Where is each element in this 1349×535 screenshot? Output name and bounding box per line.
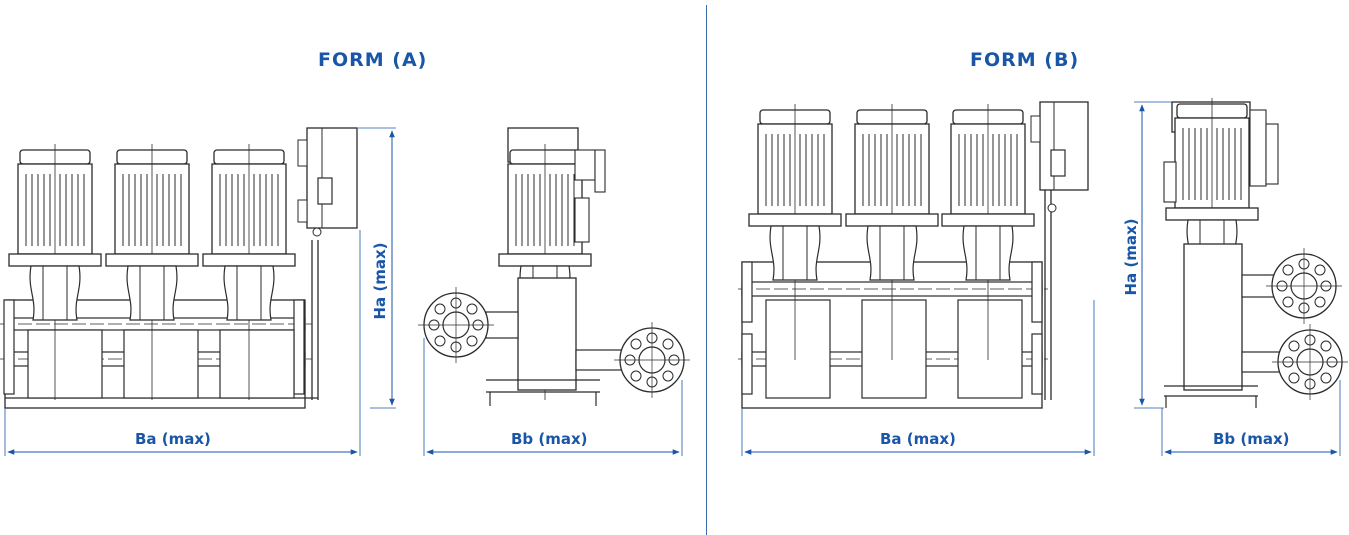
form-a-side-view: [417, 127, 691, 406]
form-a-width-label: Ba (max): [135, 430, 211, 448]
form-a-dimension-lines: [4, 127, 396, 456]
form-b-width-label: Ba (max): [880, 430, 956, 448]
form-b-front-view: [738, 101, 1089, 409]
form-b-width-dimension: [741, 300, 1095, 456]
form-a-height-label: Ha (max): [371, 242, 389, 320]
form-b-side-view: [1163, 97, 1349, 408]
form-b-title: FORM (B): [970, 49, 1080, 71]
form-a-title: FORM (A): [318, 49, 428, 71]
form-b-dimension-lines: [1134, 101, 1341, 456]
form-a-depth-dimension: [423, 338, 683, 456]
form-a-depth-label: Bb (max): [511, 430, 588, 448]
form-b-height-label: Ha (max): [1122, 218, 1140, 296]
form-b-depth-label: Bb (max): [1213, 430, 1290, 448]
form-a-front-view: [0, 127, 358, 409]
section-divider: [706, 5, 707, 535]
